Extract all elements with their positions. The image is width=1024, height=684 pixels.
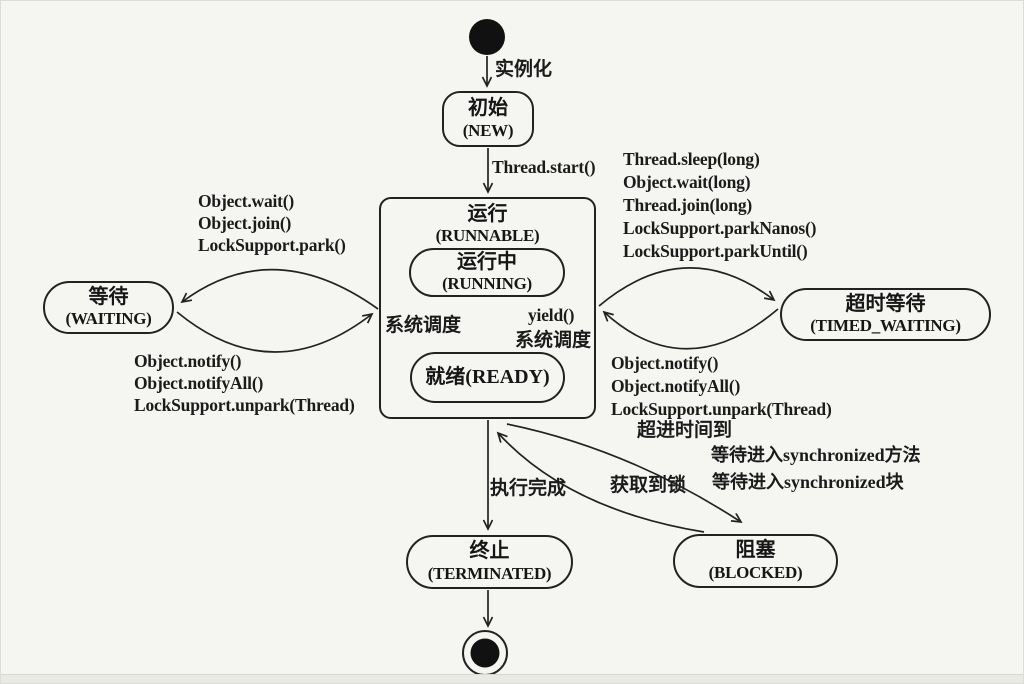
arrow-runnable-to-blocked bbox=[506, 423, 741, 522]
label-object-wait-long: Object.wait(long) bbox=[623, 172, 751, 192]
state-waiting-label-zh: 等待 bbox=[88, 285, 129, 308]
state-terminated: 终止 (TERMINATED) bbox=[406, 535, 573, 589]
label-object-wait: Object.wait() bbox=[198, 191, 295, 211]
label-object-notify-right: Object.notify() bbox=[611, 353, 719, 373]
state-new-label-zh: 初始 bbox=[468, 97, 508, 120]
state-new-label-en: (NEW) bbox=[462, 120, 514, 140]
state-waiting: 等待 (WAITING) bbox=[43, 281, 174, 334]
label-locksupport-unpark-right: LockSupport.unpark(Thread) bbox=[611, 399, 832, 419]
label-object-notifyall-left: Object.notifyAll() bbox=[134, 373, 264, 393]
label-timeout-reached: 超进时间到 bbox=[637, 420, 733, 441]
state-timed-waiting-label-zh: 超时等待 bbox=[845, 292, 926, 315]
label-sys-schedule-left: 系统调度 bbox=[385, 315, 462, 336]
state-runnable-label-en: (RUNNABLE) bbox=[435, 226, 540, 246]
final-node-dot bbox=[470, 638, 500, 668]
label-sys-schedule-right: 系统调度 bbox=[515, 330, 592, 351]
state-terminated-label-zh: 终止 bbox=[469, 540, 510, 563]
state-running: 运行中 (RUNNING) bbox=[409, 248, 565, 297]
label-instantiate: 实例化 bbox=[495, 59, 553, 80]
arrow-blocked-to-runnable bbox=[498, 433, 705, 533]
state-blocked-label-en: (BLOCKED) bbox=[708, 562, 803, 582]
label-thread-sleep-long: Thread.sleep(long) bbox=[623, 149, 760, 169]
arrow-runnable-to-timed-waiting bbox=[598, 267, 774, 307]
state-new: 初始 (NEW) bbox=[442, 91, 534, 147]
state-running-label-en: (RUNNING) bbox=[442, 274, 532, 294]
arrow-runnable-to-waiting bbox=[182, 268, 379, 310]
label-yield: yield() bbox=[528, 305, 575, 325]
photo-edge bbox=[1, 674, 1023, 683]
label-locksupport-parkuntil: LockSupport.parkUntil() bbox=[623, 241, 808, 261]
label-acquire-lock: 获取到锁 bbox=[610, 475, 687, 496]
label-exec-done: 执行完成 bbox=[490, 478, 567, 499]
state-runnable-label-zh: 运行 bbox=[467, 203, 508, 225]
start-node bbox=[469, 19, 505, 55]
label-thread-join-long: Thread.join(long) bbox=[623, 195, 753, 215]
state-ready-label: 就绪(READY) bbox=[425, 366, 550, 389]
label-object-notifyall-right: Object.notifyAll() bbox=[611, 376, 741, 396]
label-sync-method-wait: 等待进入synchronized方法 bbox=[711, 445, 921, 465]
state-waiting-label-en: (WAITING) bbox=[65, 309, 152, 329]
state-terminated-label-en: (TERMINATED) bbox=[427, 563, 552, 583]
arrow-timed-waiting-to-runnable bbox=[604, 308, 779, 350]
arrow-waiting-to-runnable bbox=[176, 311, 372, 353]
state-blocked-label-zh: 阻塞 bbox=[735, 539, 776, 562]
label-thread-start: Thread.start() bbox=[492, 157, 596, 177]
label-sync-block-wait: 等待进入synchronized块 bbox=[712, 472, 904, 492]
state-ready: 就绪(READY) bbox=[410, 352, 565, 403]
label-locksupport-unpark-left: LockSupport.unpark(Thread) bbox=[134, 395, 355, 415]
state-timed-waiting: 超时等待 (TIMED_WAITING) bbox=[780, 288, 991, 341]
label-object-join: Object.join() bbox=[198, 213, 292, 233]
state-running-label-zh: 运行中 bbox=[457, 250, 517, 273]
state-timed-waiting-label-en: (TIMED_WAITING) bbox=[810, 316, 961, 336]
label-locksupport-park: LockSupport.park() bbox=[198, 235, 346, 255]
label-locksupport-parknanos: LockSupport.parkNanos() bbox=[623, 218, 817, 238]
label-object-notify-left: Object.notify() bbox=[134, 351, 242, 371]
state-blocked: 阻塞 (BLOCKED) bbox=[673, 534, 838, 588]
